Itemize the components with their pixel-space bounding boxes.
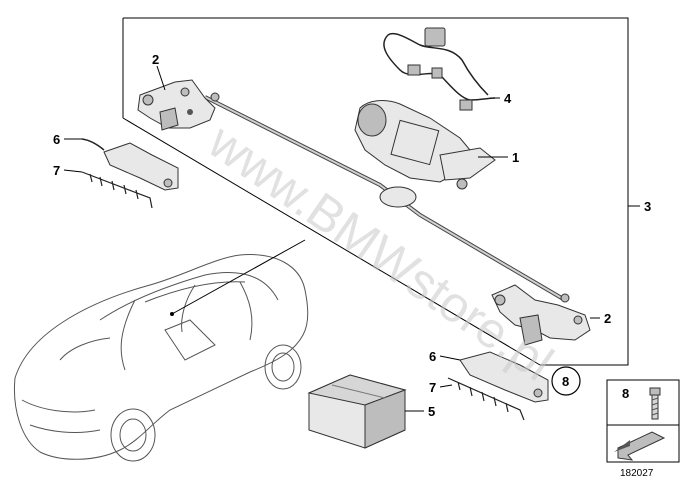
control-unit-box [307, 374, 407, 449]
hinge-bracket-upper [137, 79, 216, 131]
clip-left [81, 171, 153, 209]
arrow-icon [614, 431, 666, 461]
leader-7-right [439, 384, 453, 388]
legend-box [606, 379, 680, 463]
leader-7-left [63, 169, 83, 173]
callout-2-upper: 2 [152, 52, 159, 67]
clip-right [447, 377, 525, 421]
callout-7-right: 7 [429, 380, 436, 395]
callout-6-left: 6 [53, 132, 60, 147]
callout-2-lower: 2 [604, 311, 611, 326]
motor-unit [354, 100, 496, 190]
linkage-rod [204, 92, 570, 303]
car-locator-leader [171, 239, 306, 315]
callout-6-right: 6 [429, 349, 436, 364]
circled-callout-8 [551, 366, 581, 396]
callout-4: 4 [504, 91, 512, 106]
callout-5: 5 [428, 404, 435, 419]
screw-icon [649, 387, 661, 420]
legend-callout-8: 8 [622, 386, 629, 401]
hinge-bracket-lower [491, 284, 591, 346]
callout-8-circled: 8 [562, 374, 569, 389]
callout-1: 1 [512, 150, 519, 165]
diagram-number: 182027 [620, 468, 654, 479]
assembly-frame [123, 17, 629, 366]
car-illustration [13, 239, 309, 462]
bracket-left [81, 138, 179, 191]
bracket-right [459, 351, 549, 403]
assembly-frame-bottom-diagonal [122, 117, 541, 366]
leader-2-upper [156, 65, 166, 91]
wiring-harness [383, 27, 496, 111]
callout-7-left: 7 [53, 163, 60, 178]
leader-6-right [439, 355, 461, 361]
callout-3: 3 [644, 199, 651, 214]
